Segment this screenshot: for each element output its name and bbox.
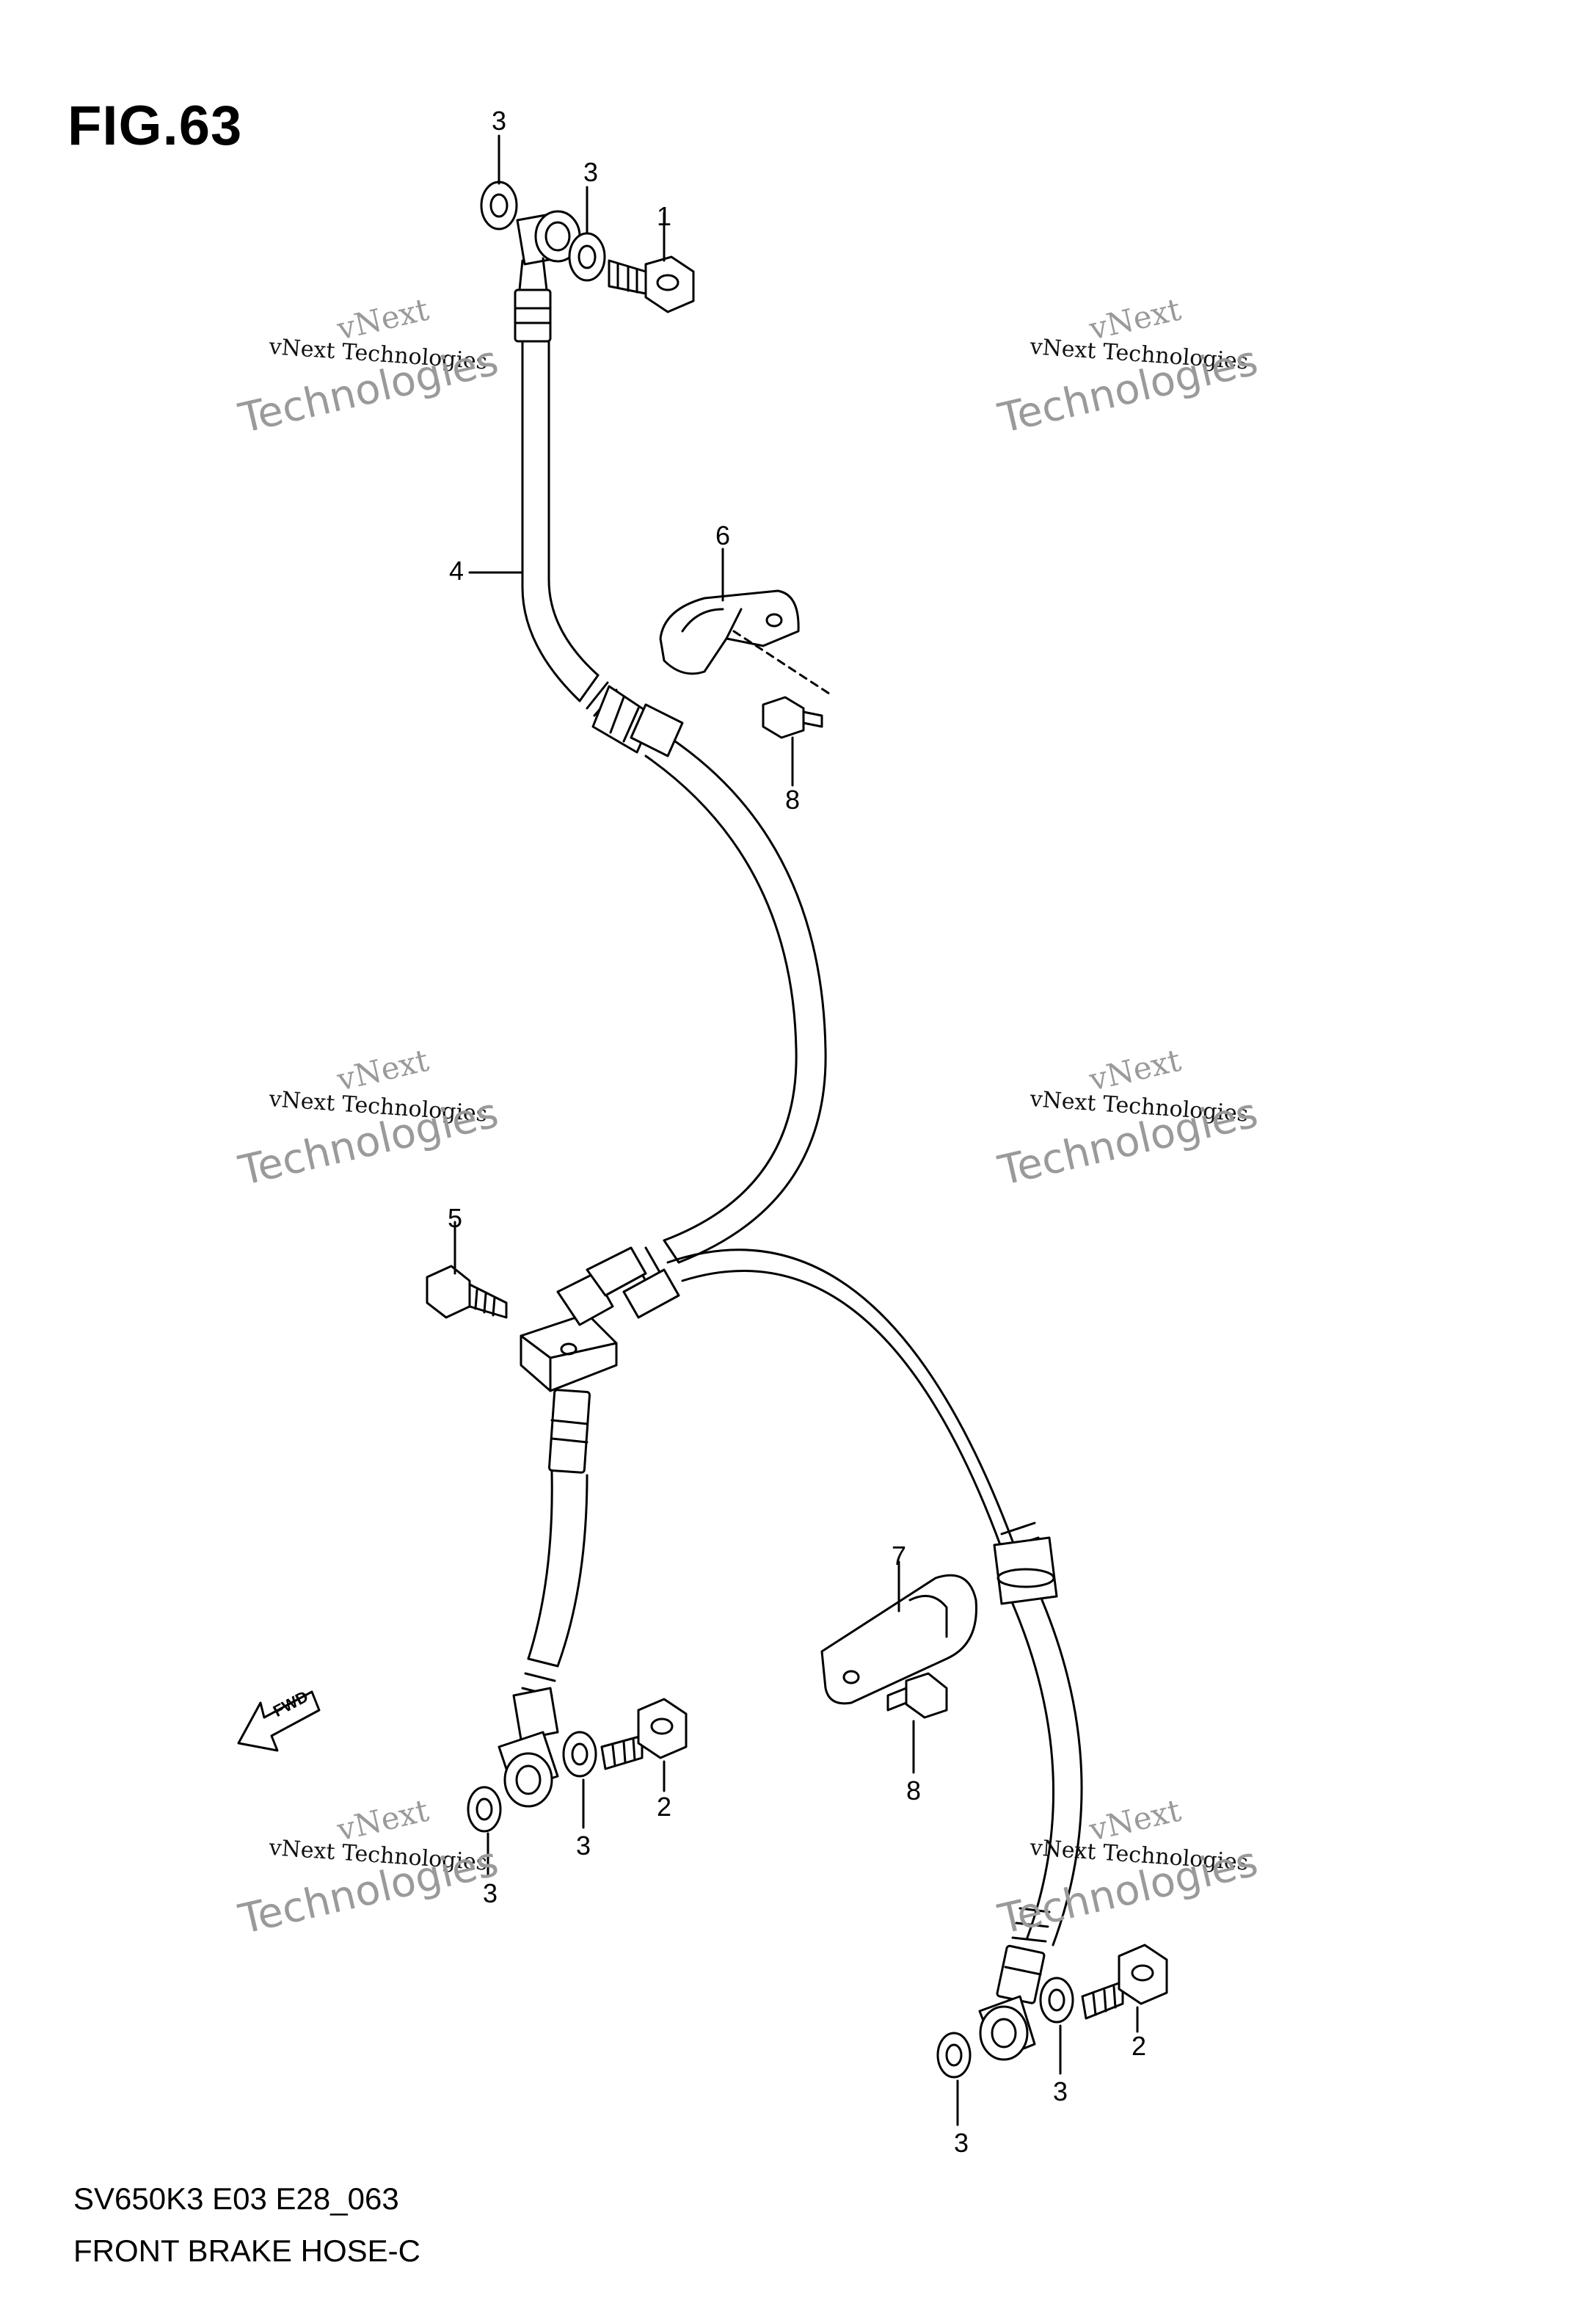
- upper-hose-clamp: [659, 589, 831, 695]
- lower-right-banjo-fitting: [978, 1995, 1036, 2061]
- lower-left-banjo-fitting: [498, 1687, 559, 1808]
- callout-upper-hose: 4: [448, 556, 464, 586]
- figure-title: FIG.63: [68, 95, 243, 157]
- callout-lower-clamp-bolt: 8: [906, 1775, 922, 1806]
- top-washers: [480, 181, 606, 282]
- upper-brake-hose: [514, 210, 827, 1282]
- callout-washer-lower-left-outer: 3: [482, 1878, 498, 1908]
- lower-right-banjo-bolt: [1081, 1944, 1168, 2020]
- top-banjo-bolt: [608, 255, 695, 313]
- callout-washer-lower-right-inner: 3: [1052, 2076, 1068, 2106]
- right-brake-hose: [666, 1248, 1083, 2061]
- callout-washer-top-left: 3: [491, 106, 507, 136]
- part-name: FRONT BRAKE HOSE-C: [73, 2233, 420, 2268]
- three-way-union: [520, 1246, 680, 1392]
- callout-banjo-bolt-top: 1: [656, 201, 672, 231]
- callout-banjo-bolt-lower-right: 2: [1131, 2031, 1147, 2061]
- lower-left-washers: [467, 1731, 597, 1833]
- callout-upper-clamp: 6: [715, 520, 731, 550]
- lower-left-banjo-bolt: [600, 1698, 688, 1770]
- callout-washer-top-right: 3: [583, 157, 599, 187]
- right-hose-grommet: [993, 1536, 1058, 1605]
- upper-hose-clamp-collar: [591, 685, 684, 757]
- callout-banjo-bolt-lower-left: 2: [656, 1792, 672, 1822]
- callout-washer-lower-left-inner: 3: [575, 1831, 591, 1861]
- callout-lower-clamp: 7: [891, 1541, 907, 1571]
- forward-arrow: [237, 1690, 321, 1752]
- clamp-bolt-upper: [762, 696, 823, 739]
- lower-right-washers: [936, 1977, 1074, 2079]
- callout-upper-clamp-bolt: 8: [784, 785, 801, 815]
- upper-banjo-fitting: [514, 210, 581, 343]
- callout-union-bolt: 5: [447, 1203, 463, 1233]
- leader-lines: [453, 134, 1139, 2126]
- clamp-bolt-lower: [886, 1672, 948, 1719]
- lower-hose-clamp: [820, 1574, 977, 1705]
- left-lower-brake-hose: [498, 1389, 591, 1808]
- model-code: SV650K3 E03 E28_063: [73, 2181, 399, 2216]
- union-bolt: [426, 1265, 508, 1319]
- callout-washer-lower-right-outer: 3: [953, 2128, 969, 2158]
